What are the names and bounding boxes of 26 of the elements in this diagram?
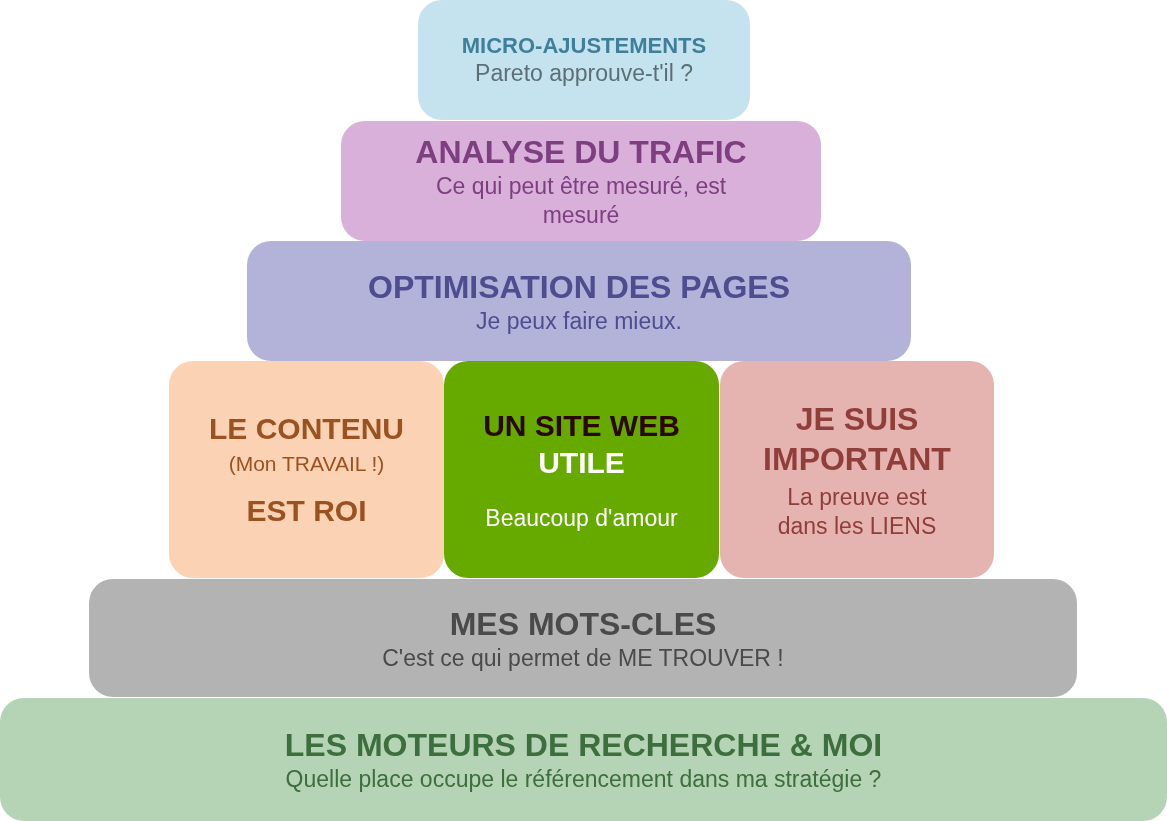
pyramid-block xyxy=(169,361,444,578)
pyramid-block xyxy=(418,0,750,120)
pyramid-block xyxy=(247,241,911,361)
block-text: Pareto approuve-t'il ? xyxy=(475,59,693,89)
block-text: C'est ce qui permet de ME TROUVER ! xyxy=(382,643,784,673)
pyramid-block xyxy=(341,121,821,241)
block-heading: OPTIMISATION DES PAGES xyxy=(368,267,790,307)
pyramid-block xyxy=(720,361,994,578)
block-heading: JE SUIS IMPORTANT xyxy=(762,399,952,479)
pyramid-block xyxy=(89,579,1077,697)
block-heading: MICRO-AJUSTEMENTS xyxy=(461,31,707,60)
block-text: Beaucoup d'amour xyxy=(485,503,678,533)
block-heading: UN SITE WEB xyxy=(483,407,680,444)
pyramid-block xyxy=(0,698,1167,821)
block-heading: UTILE xyxy=(538,445,625,482)
block-heading: LES MOTEURS DE RECHERCHE & MOI xyxy=(284,726,883,766)
block-text: Ce qui peut être mesuré, est mesuré xyxy=(434,172,728,230)
block-heading: EST ROI xyxy=(246,492,367,529)
block-text: Quelle place occupe le référencement dans ma stratégie ? xyxy=(285,765,882,794)
block-heading: ANALYSE DU TRAFIC xyxy=(415,133,747,173)
block-heading: LE CONTENU xyxy=(209,410,404,447)
block-text: Je peux faire mieux. xyxy=(476,306,682,336)
block-text: La preuve est dans les LIENS xyxy=(776,482,938,541)
block-heading: MES MOTS-CLES xyxy=(449,604,717,644)
pyramid-block xyxy=(444,361,719,578)
block-text: (Mon TRAVAIL !) xyxy=(228,451,385,478)
